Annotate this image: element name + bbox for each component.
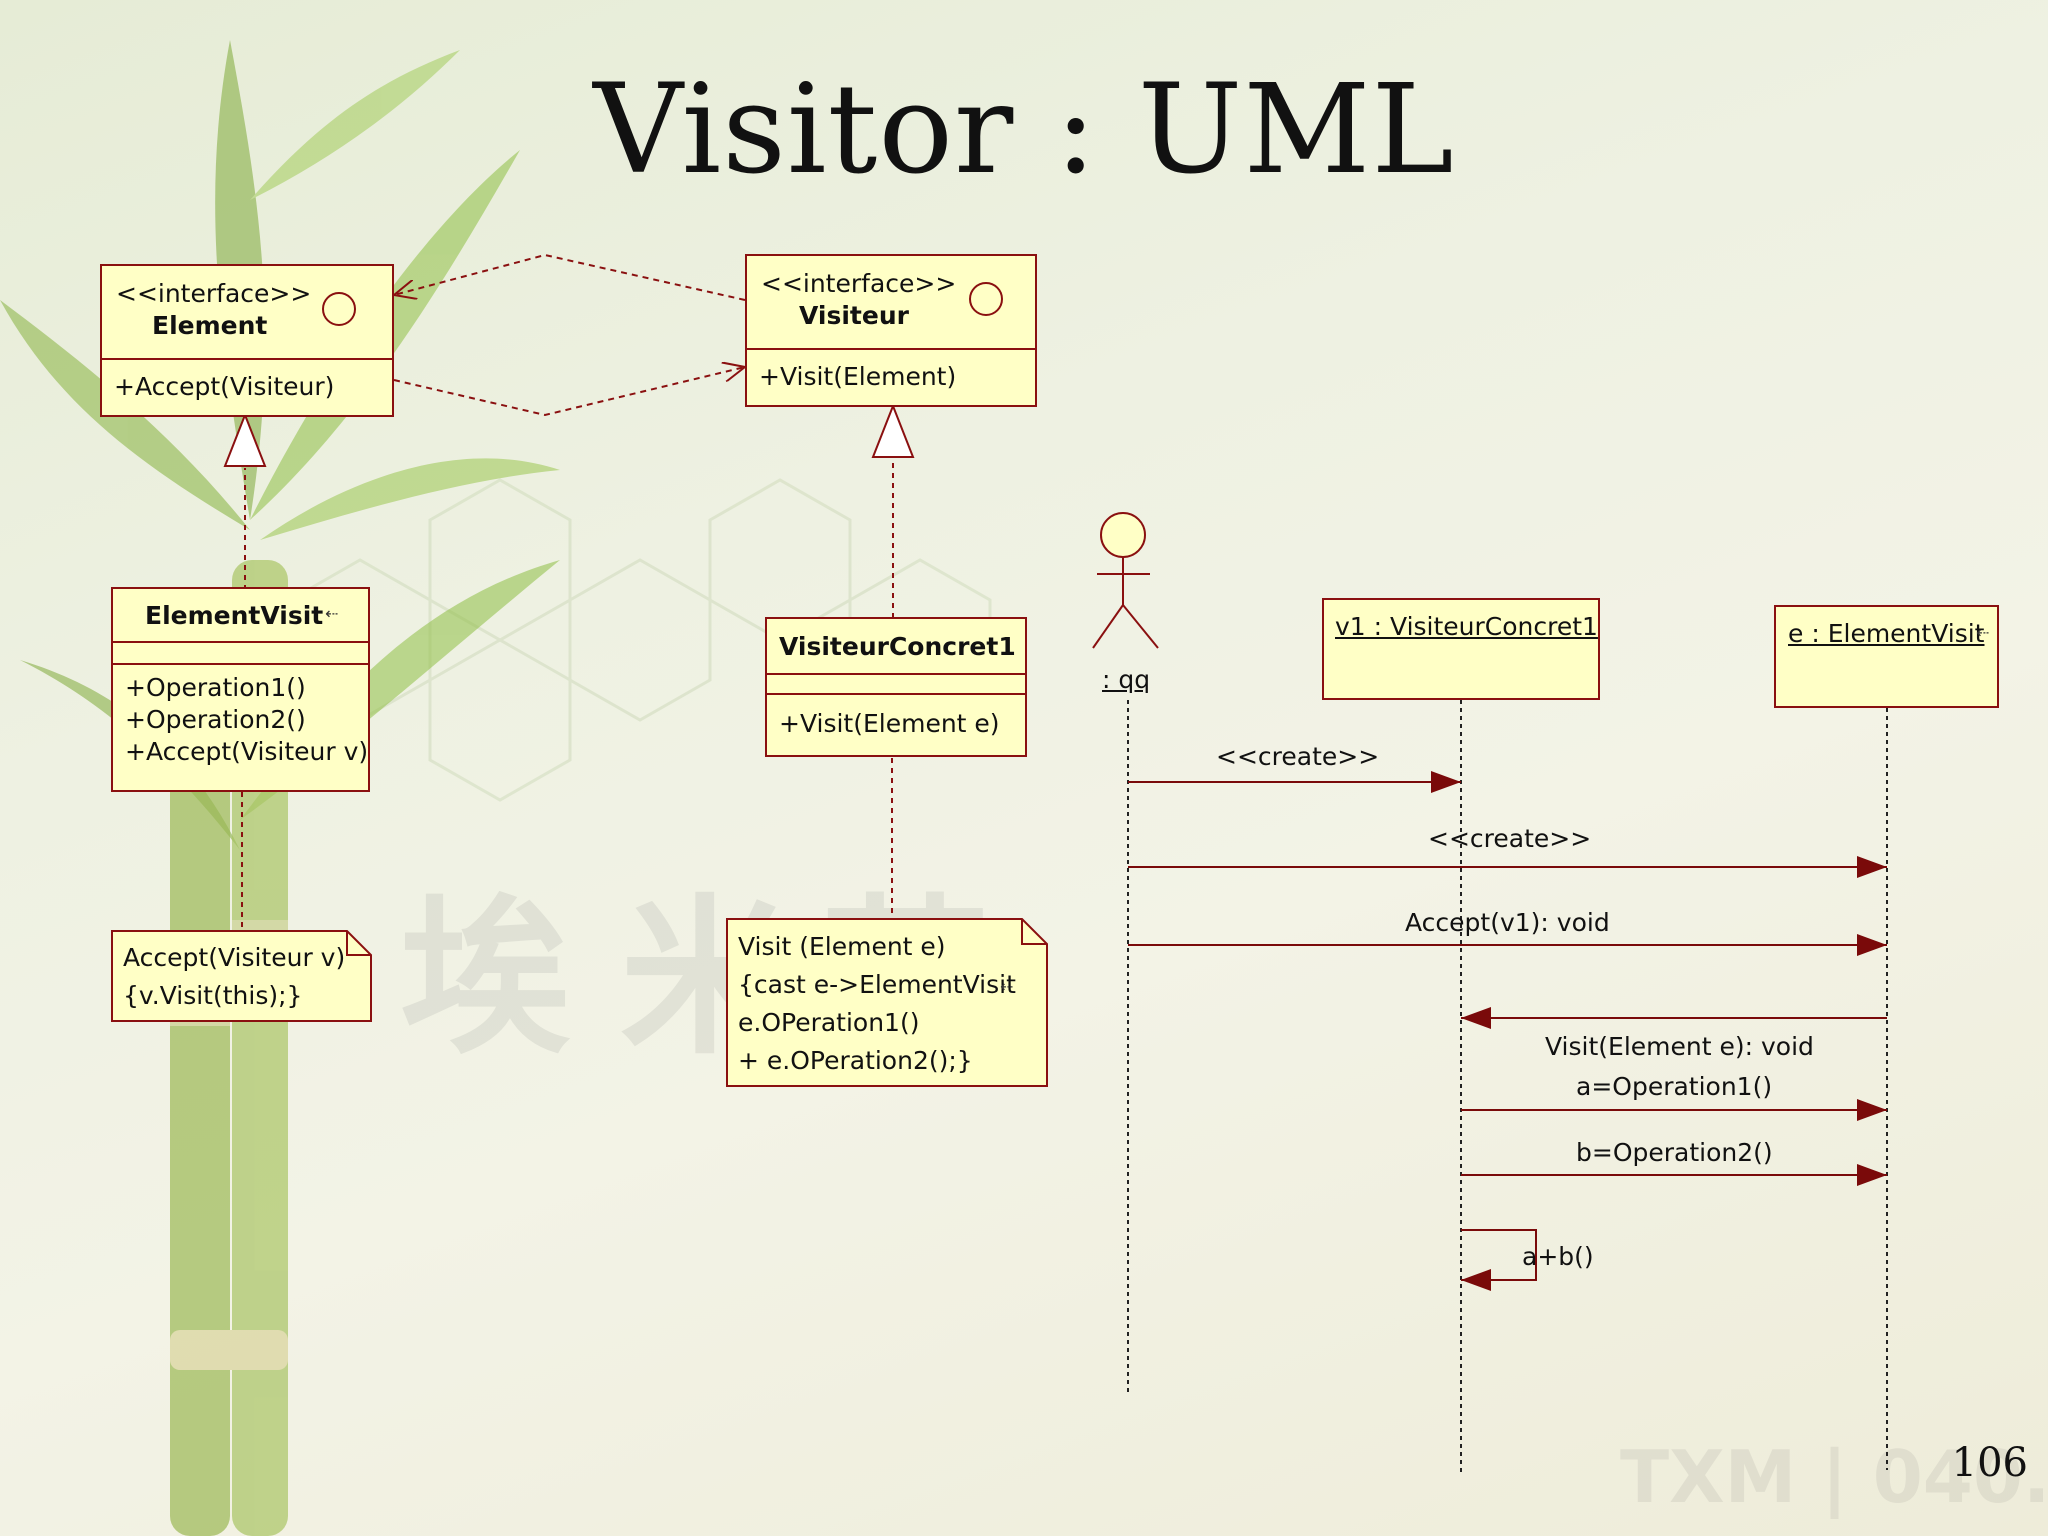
realization-triangle-visiteur [871,403,915,458]
page-number: 106 [1951,1440,2028,1486]
element-visit-op-2: +Operation2() [125,705,306,734]
lifeline-e-label: e : ElementVisit [1788,619,1985,648]
element-visit-op-1: +Operation1() [125,673,306,702]
visiteur-stereotype: <<interface>> [761,269,957,298]
visiteur-concret-name: VisiteurConcret1 [779,632,1016,661]
note-visit-line-2: {cast e->ElementVisit [738,970,1016,999]
dependency-visiteur-to-element [394,253,746,301]
message-self [1461,1229,1537,1291]
visiteur-concret-class-box: VisiteurConcret1 +Visit(Element e) [765,617,1027,757]
element-interface-box: <<interface>> Element +Accept(Visiteur) [100,264,394,417]
watermark-char-1: 埃 [400,880,571,1078]
slide-title: Visitor : UML [593,58,1455,202]
note-visit: Visit (Element e) {cast e->ElementVisit … [726,918,1048,1087]
note-visit-line-1: Visit (Element e) [738,932,946,961]
interface-circle-icon [969,282,1003,316]
interface-circle-icon [322,292,356,326]
element-stereotype: <<interface>> [116,279,312,308]
note-accept-line-2: {v.Visit(this);} [123,981,303,1010]
element-operation: +Accept(Visiteur) [114,372,335,401]
element-name: Element [152,311,268,340]
message-visit-label: Visit(Element e): void [1545,1032,1814,1061]
message-create-e-label: <<create>> [1428,824,1592,853]
note-visit-line-3: e.OPeration1() [738,1008,920,1037]
lifeline-v1-head: v1 : VisiteurConcret1 [1322,598,1600,700]
element-visit-class-box: ElementVisit ⇠ +Operation1() +Operation2… [111,587,370,792]
actor-label: : qq [1102,665,1151,694]
message-accept-label: Accept(v1): void [1405,908,1610,937]
message-op2-label: b=Operation2() [1576,1138,1773,1167]
visiteur-name: Visiteur [799,301,909,330]
lifeline-e-head: e : ElementVisit ⇠ [1774,605,1999,708]
message-create-v1-label: <<create>> [1216,742,1380,771]
dependency-element-to-visiteur [393,367,745,417]
note-accept: Accept(Visiteur v) {v.Visit(this);} [111,930,372,1022]
truncation-arrow-icon: ⇠ [1976,623,1990,642]
visiteur-concret-operation: +Visit(Element e) [779,709,1000,738]
realization-triangle-element [223,412,267,467]
visiteur-interface-box: <<interface>> Visiteur +Visit(Element) [745,254,1037,407]
message-self-label: a+b() [1522,1242,1594,1271]
note-visit-line-4: + e.OPeration2();} [738,1046,973,1075]
actor-figure [1092,512,1159,649]
element-visit-name: ElementVisit [145,601,324,630]
note-accept-line-1: Accept(Visiteur v) [123,943,346,972]
element-visit-op-3: +Accept(Visiteur v) [125,737,369,766]
truncation-arrow-icon: ⇠ [1000,977,1014,996]
note-shape [111,930,372,1022]
watermark-logo: TXM | 040.U [1620,1435,2048,1519]
message-op1-label: a=Operation1() [1576,1072,1773,1101]
truncation-arrow-icon: ⇠ [325,604,339,623]
note-shape [726,918,1048,1087]
visiteur-operation: +Visit(Element) [759,362,957,391]
lifeline-v1-label: v1 : VisiteurConcret1 [1335,612,1598,641]
